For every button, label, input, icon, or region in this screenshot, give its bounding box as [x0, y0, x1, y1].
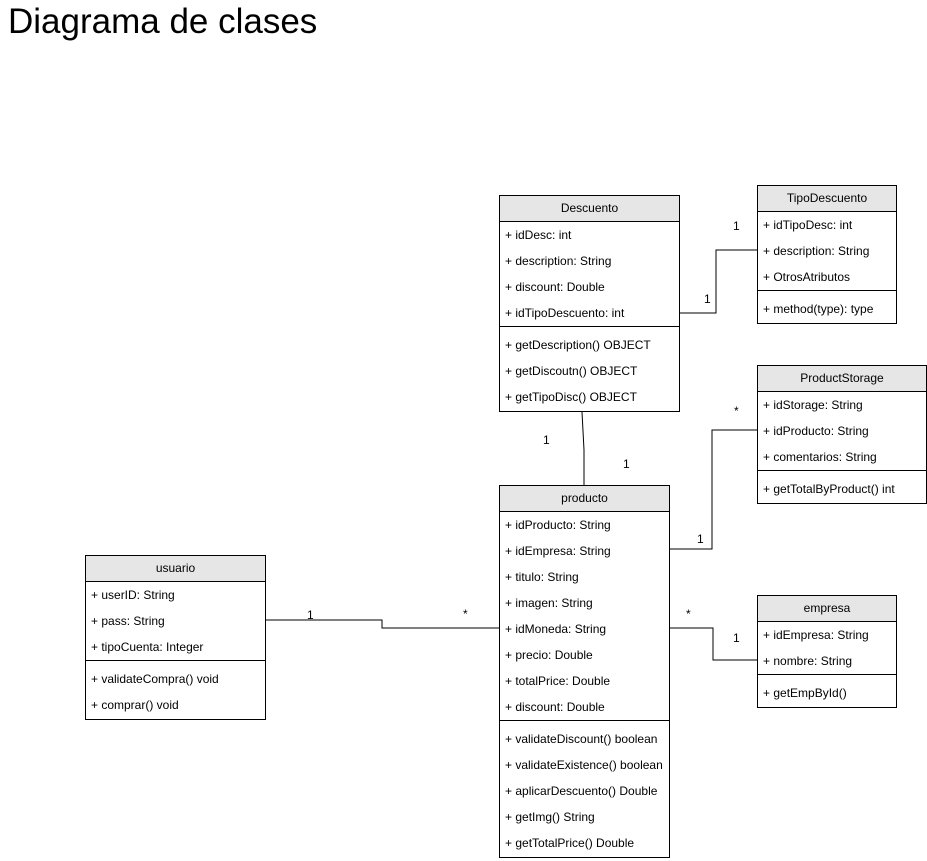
multiplicity-label: 1	[733, 219, 740, 233]
attributes-section: + idDesc: int + description: String + di…	[500, 222, 679, 326]
attribute: + idTipoDesc: int	[763, 218, 853, 232]
class-name: producto	[500, 486, 669, 512]
method: + getDiscoutn() OBJECT	[505, 364, 638, 378]
method: + validateCompra() void	[91, 672, 219, 686]
methods-section: + getEmpById()	[758, 674, 896, 706]
attribute: + idProducto: String	[763, 424, 869, 438]
multiplicity-label: 1	[704, 292, 711, 306]
attribute: + imagen: String	[505, 596, 593, 610]
method: + getTotalByProduct() int	[763, 482, 895, 496]
page-title: Diagrama de clases	[8, 2, 318, 41]
attribute: + OtrosAtributos	[763, 270, 851, 284]
method: + getTipoDisc() OBJECT	[505, 390, 637, 404]
attribute: + idStorage: String	[763, 398, 863, 412]
methods-section: + validateDiscount() boolean + validateE…	[500, 720, 669, 856]
attribute: + totalPrice: Double	[505, 674, 611, 688]
attributes-section: + idEmpresa: String + nombre: String	[758, 622, 896, 674]
class-name: Descuento	[500, 196, 679, 222]
class-tipodescuento[interactable]: TipoDescuento + idTipoDesc: int + descri…	[757, 185, 897, 324]
class-usuario[interactable]: usuario + userID: String + pass: String …	[85, 555, 266, 720]
class-name: usuario	[86, 556, 265, 582]
methods-section: + getTotalByProduct() int	[758, 470, 926, 502]
class-name: TipoDescuento	[758, 186, 896, 212]
association-producto-empresa	[669, 627, 757, 661]
attribute: + discount: Double	[505, 280, 605, 294]
attribute: + idTipoDescuento: int	[505, 306, 625, 320]
attribute: + titulo: String	[505, 570, 579, 584]
attribute: + idDesc: int	[505, 228, 572, 242]
attribute: + nombre: String	[763, 654, 853, 668]
class-empresa[interactable]: empresa + idEmpresa: String + nombre: St…	[757, 595, 897, 708]
class-name: ProductStorage	[758, 366, 926, 392]
attribute: + userID: String	[91, 588, 175, 602]
method: + validateExistence() boolean	[505, 758, 663, 772]
method: + validateDiscount() boolean	[505, 732, 658, 746]
attribute: + tipoCuenta: Integer	[91, 640, 204, 654]
attribute: + idMoneda: String	[505, 622, 607, 636]
method: + comprar() void	[91, 698, 179, 712]
attribute: + pass: String	[91, 614, 165, 628]
multiplicity-label: 1	[307, 608, 314, 622]
multiplicity-label: 1	[623, 457, 630, 471]
class-productstorage[interactable]: ProductStorage + idStorage: String + idP…	[757, 365, 927, 504]
multiplicity-label: *	[686, 607, 691, 621]
method: + getDescription() OBJECT	[505, 338, 651, 352]
attribute: + description: String	[505, 254, 612, 268]
attribute: + comentarios: String	[763, 450, 877, 464]
attribute: + discount: Double	[505, 700, 605, 714]
method: + getImg() String	[505, 810, 595, 824]
methods-section: + method(type): type	[758, 290, 896, 322]
attributes-section: + idTipoDesc: int + description: String …	[758, 212, 896, 290]
association-descuento-producto	[581, 411, 585, 486]
multiplicity-label: 1	[697, 532, 704, 546]
class-descuento[interactable]: Descuento + idDesc: int + description: S…	[499, 195, 680, 412]
attribute: + idEmpresa: String	[505, 544, 611, 558]
attribute: + idProducto: String	[505, 518, 611, 532]
attribute: + idEmpresa: String	[763, 628, 869, 642]
method: + aplicarDescuento() Double	[505, 784, 658, 798]
class-name: empresa	[758, 596, 896, 622]
methods-section: + validateCompra() void + comprar() void	[86, 660, 265, 718]
attribute: + precio: Double	[505, 648, 593, 662]
method: + getEmpById()	[763, 686, 847, 700]
multiplicity-label: 1	[733, 631, 740, 645]
class-producto[interactable]: producto + idProducto: String + idEmpres…	[499, 485, 670, 858]
attributes-section: + userID: String + pass: String + tipoCu…	[86, 582, 265, 660]
attributes-section: + idProducto: String + idEmpresa: String…	[500, 512, 669, 720]
method: + getTotalPrice() Double	[505, 836, 635, 850]
association-descuento-tipodescuento	[679, 249, 757, 314]
multiplicity-label: 1	[543, 433, 550, 447]
association-producto-productstorage	[669, 429, 757, 550]
methods-section: + getDescription() OBJECT + getDiscoutn(…	[500, 326, 679, 410]
attributes-section: + idStorage: String + idProducto: String…	[758, 392, 926, 470]
multiplicity-label: *	[463, 607, 468, 621]
attribute: + description: String	[763, 244, 870, 258]
association-usuario-producto	[265, 619, 500, 629]
method: + method(type): type	[763, 302, 874, 316]
multiplicity-label: *	[734, 404, 739, 418]
